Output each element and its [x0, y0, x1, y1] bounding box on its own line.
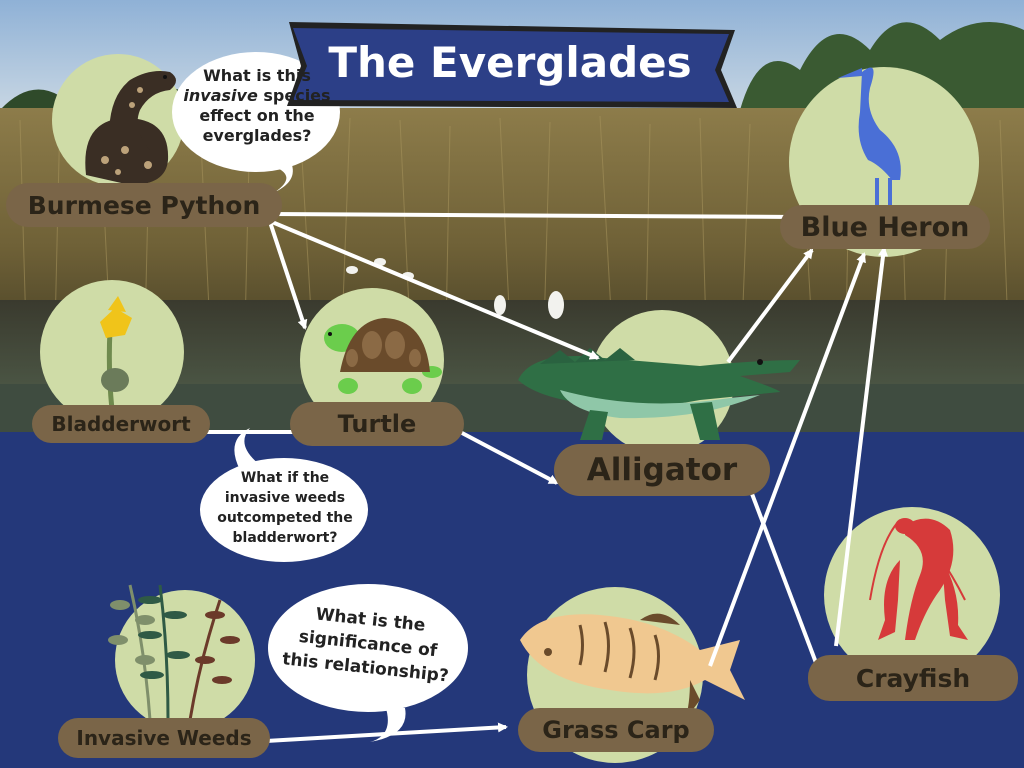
arrow-python-alligator — [271, 220, 600, 360]
arrow-python-heron — [269, 211, 798, 222]
weeds-question: What if the invasive weeds outcompeted t… — [208, 468, 362, 548]
label-bladderwort: Bladderwort — [32, 405, 210, 443]
arrow-python-turtle — [268, 221, 308, 330]
page-title: The Everglades — [328, 38, 692, 87]
heron-illustration — [838, 67, 901, 218]
weeds-circle — [115, 590, 255, 730]
label-turtle-text: Turtle — [337, 410, 417, 438]
label-bladderwort-text: Bladderwort — [51, 412, 191, 436]
weeds-question-line4: bladderwort? — [232, 530, 338, 546]
python-question: What is this invasive species effect on … — [182, 66, 332, 146]
arrow-alligator-heron — [726, 248, 814, 364]
turtle-illustration — [324, 318, 442, 394]
food-web-arrows — [206, 211, 889, 743]
crayfish-illustration — [869, 518, 968, 640]
label-turtle: Turtle — [290, 402, 464, 446]
python-question-mid: species — [257, 86, 331, 105]
alligator-illustration — [518, 348, 800, 440]
python-question-line2: invasive species — [182, 86, 332, 106]
python-question-line3: effect on the — [199, 106, 315, 125]
python-question-line1: What is this — [182, 66, 332, 86]
arrow-carp-heron — [708, 252, 866, 667]
label-crayfish-text: Crayfish — [855, 663, 971, 693]
arrow-weeds-carp — [265, 722, 508, 743]
label-invasive-weeds: Invasive Weeds — [58, 718, 270, 758]
label-invasive-weeds-text: Invasive Weeds — [76, 726, 252, 750]
label-grass-carp: Grass Carp — [518, 708, 714, 752]
label-blue-heron: Blue Heron — [780, 205, 990, 249]
crayfish-circle — [824, 507, 1000, 683]
python-illustration — [85, 71, 176, 185]
python-question-emphasis: invasive — [183, 86, 258, 105]
title-banner — [287, 22, 737, 108]
arrow-crayfish-heron — [834, 246, 889, 647]
weeds-illustration — [108, 584, 240, 721]
label-burmese-python-text: Burmese Python — [27, 190, 261, 220]
weeds-question-line2: invasive weeds — [224, 490, 346, 506]
arrow-crayfish-alligator — [744, 476, 820, 669]
label-alligator-text: Alligator — [586, 452, 738, 488]
python-question-pre: What is this — [203, 66, 311, 85]
label-grass-carp-text: Grass Carp — [542, 716, 690, 744]
carp-question-bubble — [268, 584, 468, 712]
label-burmese-python: Burmese Python — [6, 183, 282, 227]
python-question-line4: everglades? — [202, 126, 312, 145]
weeds-question-line1: What if the — [240, 470, 330, 486]
weeds-question-bubble — [200, 458, 368, 562]
label-alligator: Alligator — [554, 444, 770, 496]
label-blue-heron-text: Blue Heron — [800, 211, 970, 243]
bladderwort-circle — [40, 280, 184, 424]
weeds-question-line3: outcompeted the — [217, 510, 353, 526]
bladderwort-illustration — [100, 296, 132, 411]
arrow-turtle-alligator — [444, 422, 559, 485]
label-crayfish: Crayfish — [808, 655, 1018, 701]
